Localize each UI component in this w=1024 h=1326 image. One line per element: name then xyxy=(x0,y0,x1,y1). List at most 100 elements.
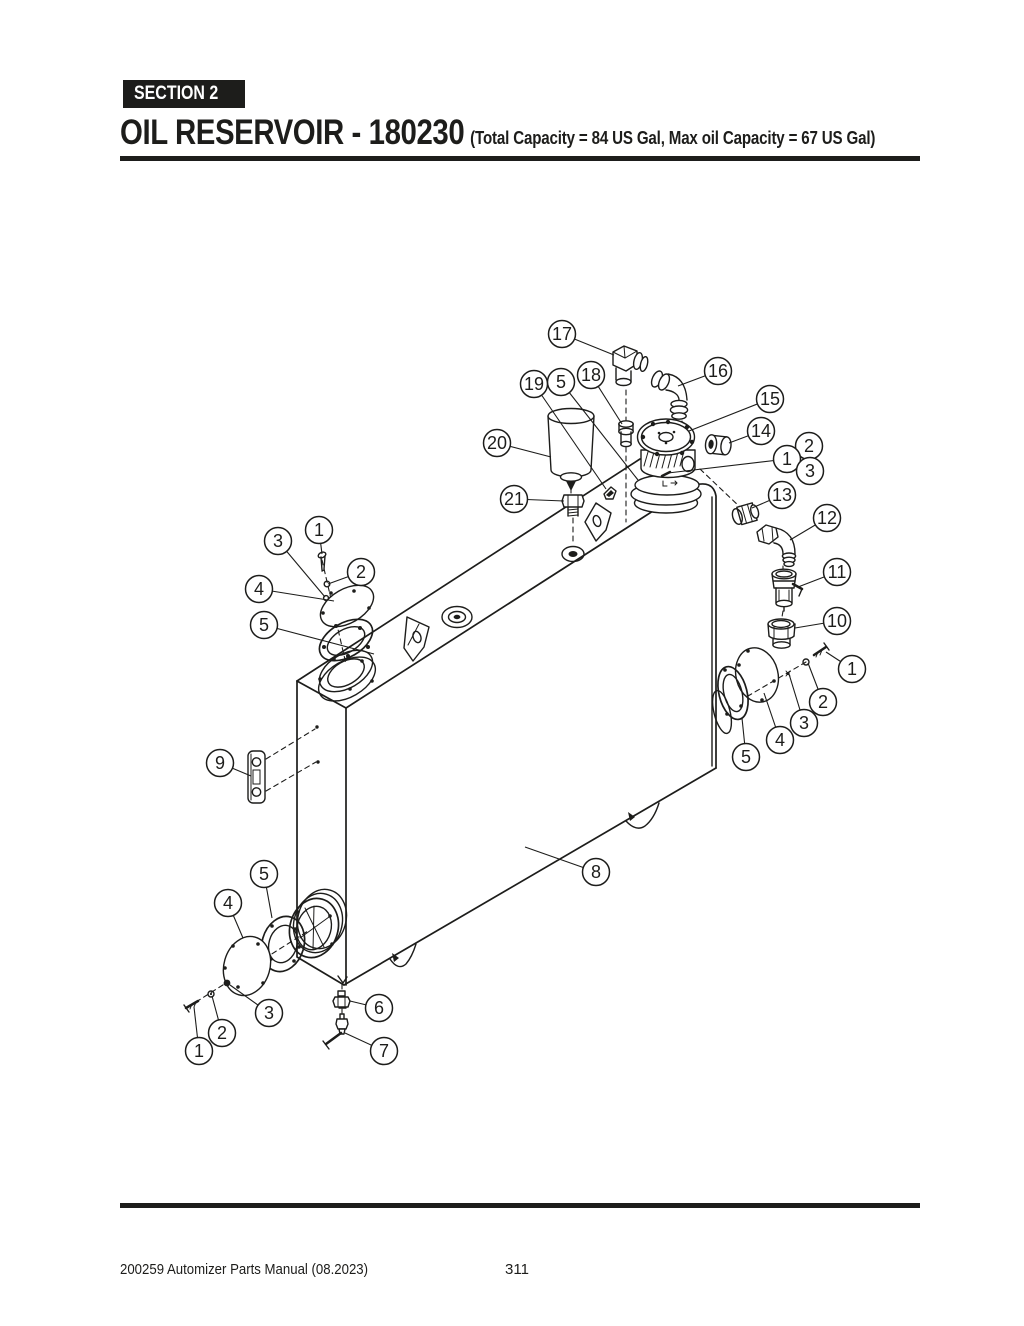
header-rule xyxy=(120,156,920,161)
balloon-number: 3 xyxy=(805,461,815,481)
balloon-circle xyxy=(837,654,867,684)
balloon-number: 5 xyxy=(556,372,566,392)
callout-5: 5 xyxy=(546,367,639,481)
bracket xyxy=(584,502,612,542)
filler-cap-assembly xyxy=(630,418,702,514)
balloon-circle xyxy=(576,360,606,390)
balloon-circle xyxy=(205,748,235,778)
balloon-number: 1 xyxy=(782,449,792,469)
balloon-number: 2 xyxy=(217,1023,227,1043)
balloon-circle xyxy=(254,998,284,1028)
callout-11: 11 xyxy=(797,557,852,588)
balloon-number: 21 xyxy=(504,489,524,509)
balloon-circle xyxy=(755,384,785,414)
balloon-circle xyxy=(808,687,838,717)
callout-6: 6 xyxy=(349,993,394,1023)
balloon-circle xyxy=(789,708,819,738)
balloon-number: 3 xyxy=(264,1003,274,1023)
balloon-circle xyxy=(346,557,376,587)
callout-4: 4 xyxy=(763,692,795,755)
callout-5: 5 xyxy=(249,859,279,919)
footer-page-number: 311 xyxy=(505,1261,529,1278)
balloon-circle xyxy=(263,526,293,556)
balloon-number: 5 xyxy=(741,747,751,767)
callout-12: 12 xyxy=(789,503,842,541)
balloon-circle xyxy=(244,574,274,604)
balloon-number: 14 xyxy=(751,421,771,441)
balloon-circle xyxy=(499,484,529,514)
balloon-number: 3 xyxy=(273,531,283,551)
leader-line xyxy=(533,383,607,490)
balloon-circle xyxy=(482,428,512,458)
callout-1: 1 xyxy=(825,651,867,684)
level-gauge-9 xyxy=(247,750,266,804)
footer-manual-name: 200259 Automizer Parts Manual (08.2023) xyxy=(120,1261,369,1278)
balloon-circle xyxy=(812,503,842,533)
callout-10: 10 xyxy=(794,606,852,636)
callout-3: 3 xyxy=(795,456,825,486)
callout-8: 8 xyxy=(524,846,611,887)
hose-elbow-16 xyxy=(650,370,689,420)
breather-14 xyxy=(704,434,732,456)
balloon-number: 4 xyxy=(775,730,785,750)
balloon-circle xyxy=(703,356,733,386)
callout-13: 13 xyxy=(751,480,797,510)
balloon-circle xyxy=(731,742,761,772)
balloon-circle xyxy=(249,610,279,640)
balloon-number: 10 xyxy=(827,611,847,631)
leader-line xyxy=(688,398,771,432)
callout-3: 3 xyxy=(229,984,284,1028)
callout-15: 15 xyxy=(688,384,785,432)
balloon-number: 6 xyxy=(374,998,384,1018)
cover-stack-top-left xyxy=(317,551,375,662)
callout-4: 4 xyxy=(244,574,335,604)
balloon-number: 1 xyxy=(194,1041,204,1061)
title-row: OIL RESERVOIR - 180230(Total Capacity = … xyxy=(120,113,1019,153)
balloon-number: 1 xyxy=(847,659,857,679)
balloon-circle xyxy=(581,857,611,887)
callout-3: 3 xyxy=(263,526,326,598)
callout-14: 14 xyxy=(728,416,776,446)
balloon-number: 2 xyxy=(818,692,828,712)
balloon-number: 7 xyxy=(379,1041,389,1061)
balloon-number: 18 xyxy=(581,365,601,385)
callout-9: 9 xyxy=(205,748,252,778)
capacity-note: (Total Capacity = 84 US Gal, Max oil Cap… xyxy=(470,128,876,148)
balloon-circle xyxy=(184,1036,214,1066)
callout-17: 17 xyxy=(547,319,615,356)
nipple-18 xyxy=(618,420,634,448)
tank-legs xyxy=(389,802,660,968)
balloon-number: 15 xyxy=(760,389,780,409)
callout-3: 3 xyxy=(788,673,819,738)
flange-stack-bottom-left xyxy=(183,888,348,1013)
callout-2: 2 xyxy=(207,995,237,1048)
balloon-number: 19 xyxy=(524,374,544,394)
page-title: OIL RESERVOIR - 180230 xyxy=(120,113,465,152)
balloon-circle xyxy=(364,993,394,1023)
sight-fitting-11 xyxy=(771,568,804,612)
balloon-circle xyxy=(249,859,279,889)
balloon-number: 16 xyxy=(708,361,728,381)
balloon-number: 9 xyxy=(215,753,225,773)
balloon-number: 1 xyxy=(314,520,324,540)
balloon-circle xyxy=(547,319,577,349)
callout-18: 18 xyxy=(576,360,623,425)
balloon-circle xyxy=(304,515,334,545)
balloon-number: 12 xyxy=(817,508,837,528)
dashed-assembly-axes xyxy=(195,389,807,1014)
balloon-circle xyxy=(765,725,795,755)
callout-20: 20 xyxy=(482,428,552,458)
bracket xyxy=(403,616,430,662)
elbow-12 xyxy=(756,524,797,568)
balloon-circle xyxy=(822,557,852,587)
leader-line xyxy=(560,381,639,481)
callout-5: 5 xyxy=(731,717,761,772)
callout-2: 2 xyxy=(327,557,376,587)
balloon-number: 5 xyxy=(259,615,269,635)
top-face-details xyxy=(317,486,617,702)
balloon-number: 4 xyxy=(223,893,233,913)
callout-1: 1 xyxy=(667,444,802,474)
callout-1: 1 xyxy=(304,515,334,555)
